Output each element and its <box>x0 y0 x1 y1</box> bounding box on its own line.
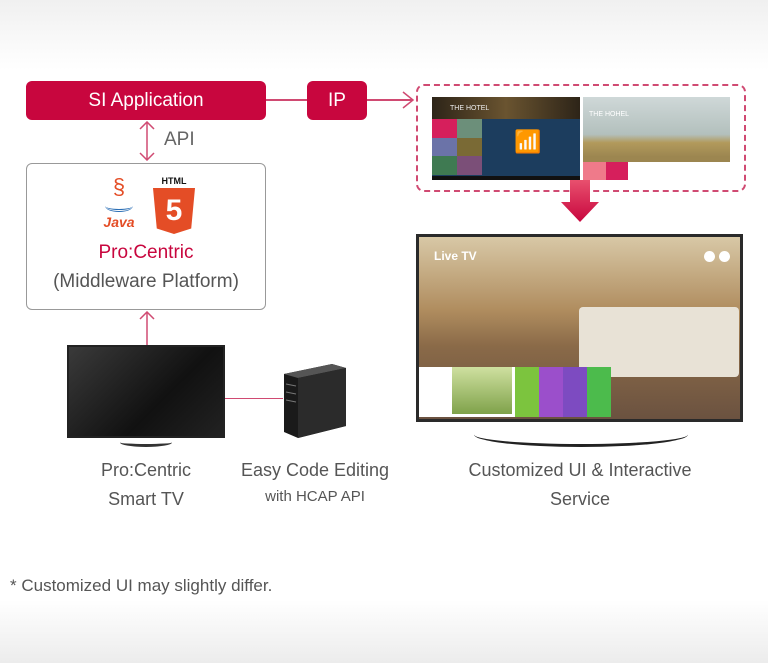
bed <box>579 307 739 377</box>
procentric-label: Pro:Centric <box>98 242 194 263</box>
arrow-up-icon <box>139 311 155 346</box>
middleware-label: (Middleware Platform) <box>53 271 239 292</box>
hotel-ui-screen-2: THE HOHEL <box>583 97 730 180</box>
hotel-title: THE HOHEL <box>589 111 630 118</box>
arrow-down-icon <box>561 180 599 222</box>
big-tv-screen: Live TV <box>416 234 743 422</box>
menu-tiles <box>432 119 482 175</box>
input-icon <box>704 251 715 262</box>
api-label: API <box>164 129 195 150</box>
tv-stand <box>474 422 688 447</box>
java-logo: § Java <box>103 174 135 231</box>
connector-line <box>266 99 307 101</box>
wifi-icon: 📶 <box>514 129 542 154</box>
live-tv-label: Live TV <box>434 249 477 263</box>
launcher-bar <box>419 367 611 417</box>
hotel-ui-screen-1: THE HOTEL 📶 <box>432 97 580 180</box>
tv-stand <box>120 438 172 447</box>
hotel-title: THE HOTEL <box>432 97 580 119</box>
api-double-arrow-icon <box>139 121 155 161</box>
middleware-box: § Java HTML 5 Pro:Centric (Middleware Pl… <box>26 163 266 310</box>
html5-logo: HTML 5 <box>151 176 197 234</box>
menu-bar <box>583 162 730 180</box>
footnote: * Customized UI may slightly differ. <box>10 576 273 595</box>
si-application-box: SI Application <box>26 81 266 120</box>
ip-box: IP <box>307 81 367 120</box>
settings-icon <box>719 251 730 262</box>
arrow-right-icon <box>367 91 415 109</box>
server-icon <box>284 364 346 438</box>
smart-tv-image <box>67 345 225 438</box>
connector-line <box>225 398 283 399</box>
